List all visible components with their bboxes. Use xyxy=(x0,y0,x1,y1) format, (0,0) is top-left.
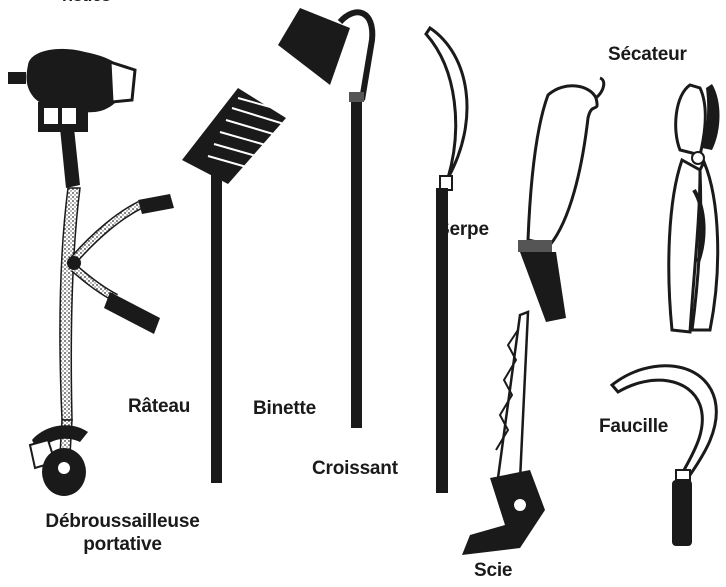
sickle-label: Faucille xyxy=(599,416,668,438)
brushcutter-illustration xyxy=(8,49,174,496)
brushcutter-label-line1: Débroussailleuse xyxy=(15,511,230,533)
saw-illustration xyxy=(462,312,545,555)
rake-label: Râteau xyxy=(128,396,190,418)
billhook-illustration xyxy=(518,78,604,322)
saw-label: Scie xyxy=(474,560,512,582)
top-fragment-label: ristics xyxy=(62,0,111,6)
hoe-label: Binette xyxy=(253,398,316,420)
brushcutter-label-line2: portative xyxy=(15,534,230,556)
rake-illustration xyxy=(182,88,288,483)
sickle-illustration xyxy=(612,366,716,546)
billhook-label: Serpe xyxy=(437,219,489,241)
crescent-pruner-label: Croissant xyxy=(312,458,398,480)
pruning-shears-illustration xyxy=(669,84,720,332)
brushcutter-label: Débroussailleuse portative xyxy=(15,511,230,556)
hoe-illustration xyxy=(278,8,372,428)
crescent-pruner-illustration xyxy=(426,28,467,493)
pruning-shears-label: Sécateur xyxy=(608,44,687,66)
